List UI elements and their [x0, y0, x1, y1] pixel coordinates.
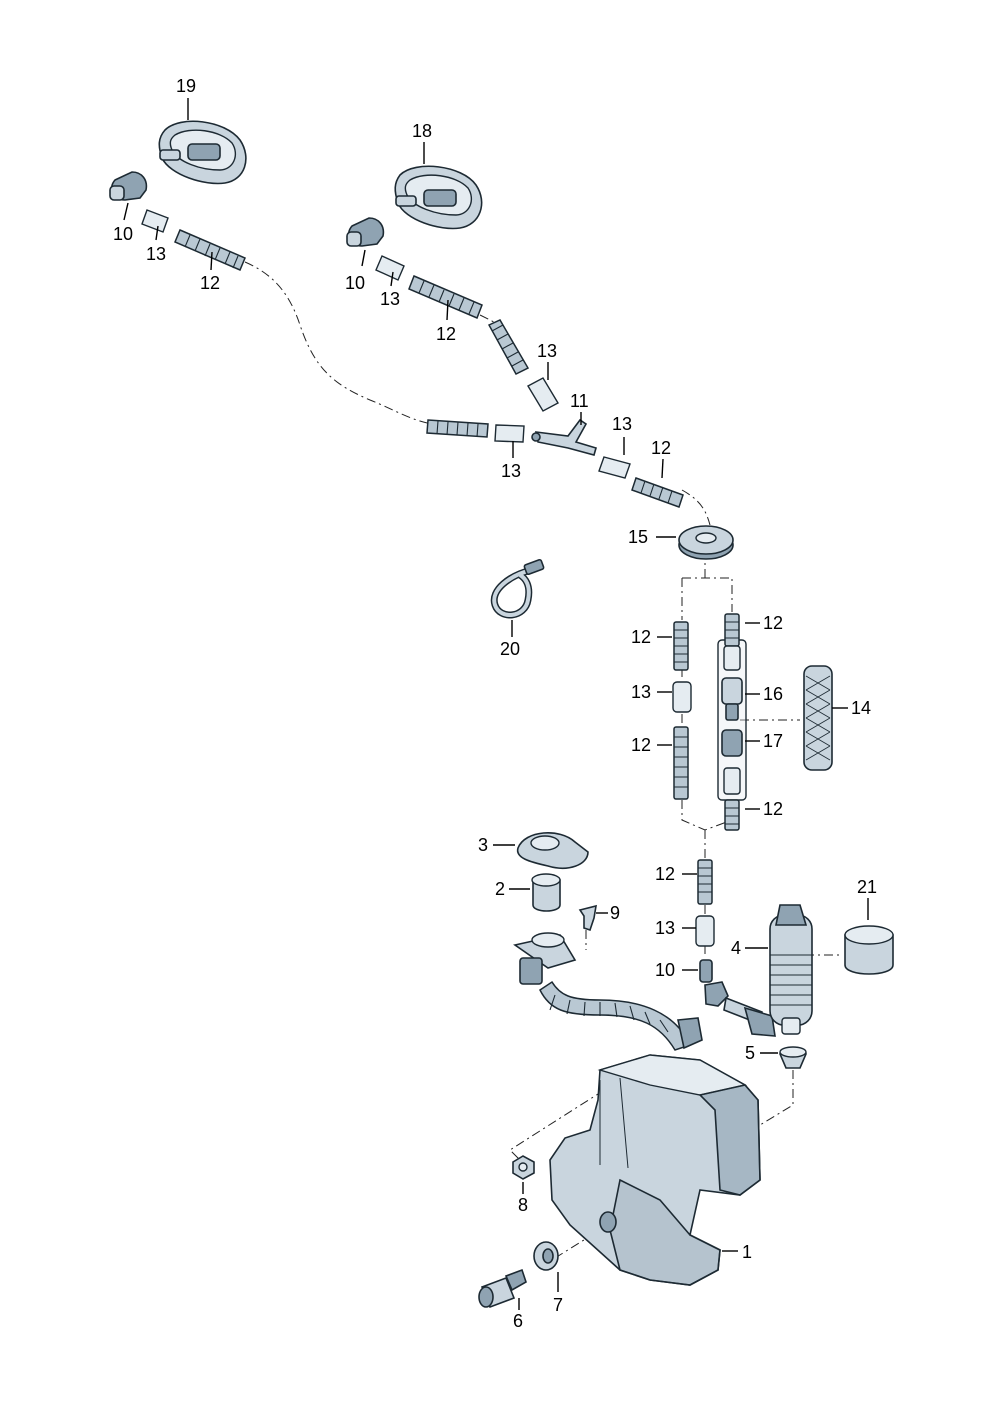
callout-3: 3 [478, 835, 488, 855]
callout-21: 21 [857, 877, 877, 897]
ribbed-hose-horizontal [426, 419, 489, 438]
pump-grommet [779, 1046, 807, 1069]
callout-12: 12 [655, 864, 675, 884]
leader-lines [123, 98, 869, 1310]
callout-13: 13 [380, 289, 400, 309]
callout-15: 15 [628, 527, 648, 547]
fluid-level-sensor [478, 1268, 527, 1309]
callout-13: 13 [537, 341, 557, 361]
callout-10: 10 [113, 224, 133, 244]
callout-11: 11 [570, 391, 589, 411]
ribbed-hose-left [174, 229, 246, 271]
ribbed-hose-vertical-upper [673, 621, 689, 671]
callout-7: 7 [553, 1295, 563, 1315]
hose-sleeve-pump [695, 915, 715, 947]
callout-12: 12 [651, 438, 671, 458]
callout-4: 4 [731, 938, 741, 958]
filler-pipe [513, 932, 703, 1051]
callout-12: 12 [436, 324, 456, 344]
callout-2: 2 [495, 879, 505, 899]
callout-12: 12 [631, 627, 651, 647]
callout-5: 5 [745, 1043, 755, 1063]
callout-13: 13 [146, 244, 166, 264]
ribbed-hose-to-grommet [631, 477, 684, 508]
callout-13: 13 [612, 414, 632, 434]
callout-10: 10 [345, 273, 365, 293]
ribbed-hose-vertical-lower [673, 726, 689, 800]
hose-sleeve-left [141, 209, 169, 233]
callout-6: 6 [513, 1311, 523, 1331]
callout-12: 12 [200, 273, 220, 293]
callout-20: 20 [500, 639, 520, 659]
seal-ring [844, 925, 894, 975]
filler-neck-sleeve [531, 873, 561, 912]
washer-nozzle-right [394, 165, 483, 230]
filler-cap [516, 832, 589, 869]
grommet [678, 525, 734, 560]
elbow-connector-left [109, 171, 148, 201]
hose-sleeve-horizontal [494, 424, 525, 443]
fastening-clip [578, 904, 597, 932]
elbow-connector-pump [699, 959, 776, 1037]
hose-sleeve-right [375, 255, 405, 281]
callout-numbers: 19 18 10 13 12 10 13 12 13 11 13 12 13 1… [113, 76, 877, 1331]
hose-sleeve-diagonal [527, 377, 559, 412]
ribbed-hose-diagonal [487, 319, 530, 375]
t-piece-connector [531, 418, 597, 456]
protective-sleeve [803, 665, 833, 771]
elbow-connector-right [346, 217, 385, 247]
ribbed-hose-right [408, 275, 483, 319]
callout-13: 13 [501, 461, 521, 481]
routing-lines [244, 261, 843, 1259]
ribbed-hose-pump [697, 859, 713, 905]
hose-sleeve-t-right [598, 456, 631, 479]
cable-tie [490, 558, 545, 619]
washer-pump [769, 904, 813, 1035]
callout-1: 1 [742, 1242, 752, 1262]
sensor-grommet [533, 1241, 559, 1271]
callout-9: 9 [610, 903, 620, 923]
washer-nozzle-left [158, 120, 247, 185]
check-valve-assembly [717, 613, 747, 831]
hose-sleeve-vertical [672, 681, 692, 713]
hex-nut [512, 1155, 535, 1180]
callout-14: 14 [851, 698, 871, 718]
callout-10: 10 [655, 960, 675, 980]
callout-13: 13 [655, 918, 675, 938]
callout-12: 12 [763, 613, 783, 633]
callout-19: 19 [176, 76, 196, 96]
callout-8: 8 [518, 1195, 528, 1215]
washer-fluid-reservoir [549, 1054, 761, 1286]
callout-12: 12 [631, 735, 651, 755]
callout-12: 12 [763, 799, 783, 819]
callout-18: 18 [412, 121, 432, 141]
callout-17: 17 [763, 731, 783, 751]
callout-13: 13 [631, 682, 651, 702]
callout-16: 16 [763, 684, 783, 704]
